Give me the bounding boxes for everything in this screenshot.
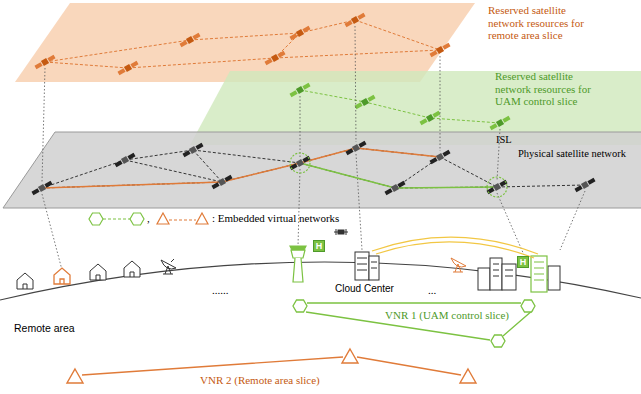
legend-samples	[89, 213, 208, 225]
vnr-label: VNR 2 (Remote area slice)	[200, 374, 320, 387]
site-label: Cloud Center	[335, 283, 394, 295]
legend-separator: ,	[147, 212, 150, 225]
control-tower	[290, 246, 306, 282]
physical-plane-outline	[3, 132, 641, 208]
ellipsis: ...	[428, 284, 436, 297]
drone	[334, 229, 348, 235]
area-label: Remote area	[14, 322, 75, 334]
feeder-links	[372, 237, 538, 258]
plane-label: Reserved satellite network resources for…	[488, 4, 603, 42]
orange-satellites	[34, 12, 451, 76]
cloud-server	[355, 252, 379, 280]
legend-text: : Embedded virtual networks	[212, 212, 339, 225]
orange-slice-links	[45, 20, 440, 68]
vnr-label: VNR 1 (UAM control slice)	[385, 309, 509, 322]
helipad-box: H	[517, 256, 529, 268]
ellipsis: ......	[212, 284, 229, 297]
link-label: ISL	[496, 134, 512, 146]
helipad-box: H	[313, 240, 325, 252]
highlight-circles	[290, 153, 507, 197]
mapping-lines	[42, 26, 585, 270]
plane-label: Physical satellite network	[518, 148, 626, 160]
plane-label: Reserved satellite network resources for…	[495, 70, 610, 108]
remote-houses	[17, 259, 176, 289]
slice-plane-outline	[15, 3, 475, 82]
helipad-letter: H	[518, 258, 528, 267]
ground-dish	[451, 258, 466, 272]
hospital-building	[531, 256, 547, 292]
helipad-letter: H	[314, 242, 324, 251]
physical-satellites	[31, 140, 596, 196]
embedded-orange-path	[42, 148, 440, 188]
green-satellites	[289, 82, 511, 131]
vnr1-network	[293, 300, 535, 347]
green-slice-links	[300, 90, 500, 123]
